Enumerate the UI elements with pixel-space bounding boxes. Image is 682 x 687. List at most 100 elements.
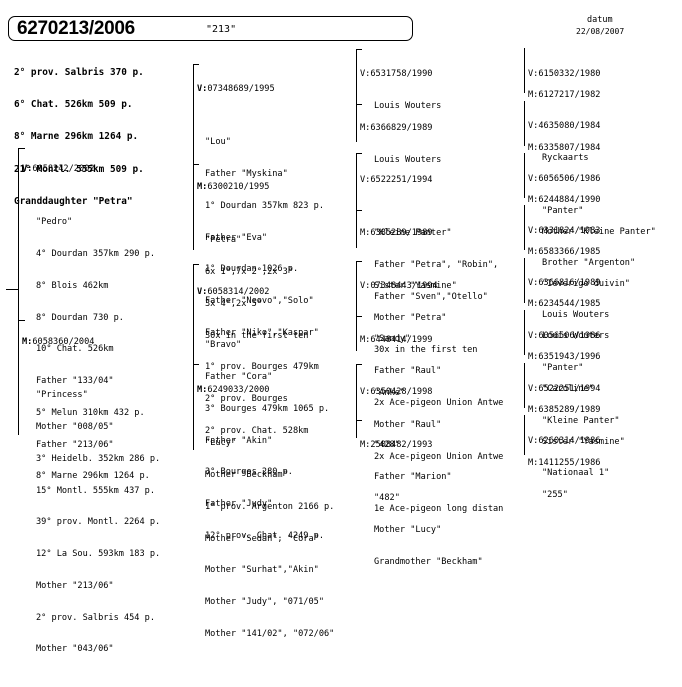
gen4-ring: 6244884/1990 (538, 195, 601, 206)
connector (356, 316, 362, 318)
great-grandparent-card: M: 6385289/1989 Sister "Yasmine" Mother "… (360, 207, 477, 387)
grandparent-line: 3° Bourges 479km 1065 p. (205, 403, 330, 414)
dam-line: Mother "043/06" (36, 644, 114, 655)
grandparent-line: Mother "Surhat","Akin" (205, 565, 319, 576)
grandparent-line: Father "Neovo","Solo" (205, 296, 314, 307)
connector (356, 104, 362, 106)
connector (524, 153, 526, 198)
gen4-ring: 1411255/1986 (538, 458, 601, 469)
gen4-card: V:6260314/1986 "Nationaal 1" (528, 415, 609, 489)
grandparent-line: "Lucy" (205, 438, 237, 449)
ggp-marker: V: (360, 281, 371, 292)
datum-value: 22/08/2007 (576, 27, 625, 36)
ggp-marker: M: (360, 440, 371, 451)
grandparent-line: "Lou" (205, 137, 231, 148)
ggp-line: Louis Wouters (374, 154, 442, 165)
connector (356, 210, 362, 212)
dam-line: 3° Heidelb. 352km 286 p. (36, 453, 161, 464)
great-grandparent-card: V:07348443/1994 "Sandy" Father "Raul" 2x… (360, 260, 503, 440)
ggp-marker: M: (360, 335, 371, 346)
ggp-line: Father "Raul" (374, 365, 442, 376)
datum-label: datum (587, 15, 613, 25)
gen4-line: "Kleine Panter" (542, 415, 620, 426)
ggp-ring: 6522251/1994 (370, 175, 433, 186)
grandparent-line: Mother "Sedan", "Cora" (205, 533, 319, 544)
gen4-line: "Caroline" (542, 383, 594, 394)
connector (524, 101, 526, 146)
connector (356, 364, 362, 366)
grandparent-line: Father "Cora" (205, 371, 273, 382)
ggp-line: Louis Wouters (374, 100, 442, 111)
gen4-card: V:6056506/1986 "Panter" (528, 153, 600, 227)
dam-line: 2° prov. Salbris 454 p. (36, 612, 155, 623)
gen4-card: M:1411255/1986 "255" (528, 437, 600, 511)
gen4-card: M:6385289/1989 Sister "Yasmine" (528, 384, 625, 458)
connector (524, 310, 526, 355)
gen4-line: Mother "Kleine Panter" (542, 226, 656, 237)
gen4-marker: V: (528, 226, 539, 237)
title-box: 6270213/2006 "213" (8, 16, 413, 41)
gen4-marker: M: (528, 90, 539, 101)
gen4-marker: V: (528, 384, 539, 395)
sire-line: 8° Dourdan 730 p. (36, 312, 124, 323)
grandparent-line: 1° prov. Bourges 479km (205, 362, 319, 373)
ggp-ring: 2508482/1993 (370, 440, 433, 451)
connector (524, 363, 526, 408)
dam-line: Mother "008/05" (36, 421, 114, 432)
gen4-line: Louis Wouters (542, 309, 610, 320)
gen4-ring: 6583366/1985 (538, 247, 601, 258)
grandparent-marker: V: (197, 84, 208, 95)
grandparent-line: 1° Dourdan 357km 823 p. (205, 200, 324, 211)
ggp-line: 2x Ace-pigeon Union Antwe (374, 451, 504, 462)
gen4-marker: M: (528, 143, 539, 154)
ggp-ring: 6531758/1990 (370, 69, 433, 80)
grandparent-line: 1° Dourdan 1026 p. (205, 264, 299, 275)
connector (6, 289, 19, 291)
grandparent-line: Father "Niko","Kaspar" (205, 327, 319, 338)
grandparent-marker: M: (197, 385, 208, 396)
gen4-line: Brother "Argenton" (542, 257, 636, 268)
sire-marker: V: (22, 164, 33, 175)
sire-line: 8° Marne 296km 1264 p. (36, 471, 150, 482)
great-grandparent-card: V:6531758/1990 Louis Wouters (360, 48, 441, 122)
gen4-marker: V: (528, 121, 539, 132)
grandparent-line: 3x 4°,2x 5° (205, 298, 262, 309)
ggp-ring: 6366829/1989 (370, 123, 433, 134)
connector (524, 415, 526, 455)
ggp-line: Father "Sven","Otello" (374, 291, 488, 302)
gen4-line: Ryckaarts (542, 152, 589, 163)
gen4-marker: M: (528, 405, 539, 416)
dam-line: Mother "213/06" (36, 580, 114, 591)
connector (18, 148, 20, 435)
grandparent-line: 3° Bourges 280 p. (205, 467, 293, 478)
grandparent-line: Mother "141/02", "072/06" (205, 628, 335, 639)
connector (524, 258, 526, 303)
connector (193, 164, 199, 166)
gen4-ring: 6234544/1985 (538, 299, 601, 310)
ggp-line: Sister "Yasmine" (374, 281, 457, 292)
ggp-marker: V: (360, 387, 371, 398)
dam-line: "Princess" (36, 390, 88, 401)
sire-line: Father "133/04" (36, 376, 114, 387)
gen4-marker: M: (528, 247, 539, 258)
gen4-ring: 6056506/1986 (538, 174, 601, 185)
gen4-card: M:6244884/1990 Mother "Kleine Panter" (528, 174, 656, 248)
gen4-line: "255" (542, 489, 568, 500)
ggp-line: "Anke" (374, 388, 406, 399)
connector (356, 153, 358, 248)
gen4-ring: 6335807/1984 (538, 143, 601, 154)
gen4-card: V:6522251/1994 "Kleine Panter" (528, 363, 620, 437)
ggp-line: "482" (374, 493, 400, 504)
ggp-marker: V: (360, 69, 371, 80)
ggp-line: Father "Petra", "Robin", (374, 259, 499, 270)
ggp-line: Mother "Petra" (374, 312, 447, 323)
subject-result: 2° prov. Salbris 370 p. (14, 66, 144, 78)
connector (356, 261, 358, 351)
subject-nickname: "213" (206, 24, 237, 35)
ggp-ring: 6385289/1989 (370, 228, 433, 239)
connector (18, 148, 25, 150)
grandparent-line: 2° prov. Chat. 528km (205, 425, 309, 436)
dam-ring: 6058360/2004 (32, 337, 95, 348)
gen4-card: V:6366816/1989 Louis Wouters (528, 257, 609, 331)
connector (356, 364, 358, 438)
